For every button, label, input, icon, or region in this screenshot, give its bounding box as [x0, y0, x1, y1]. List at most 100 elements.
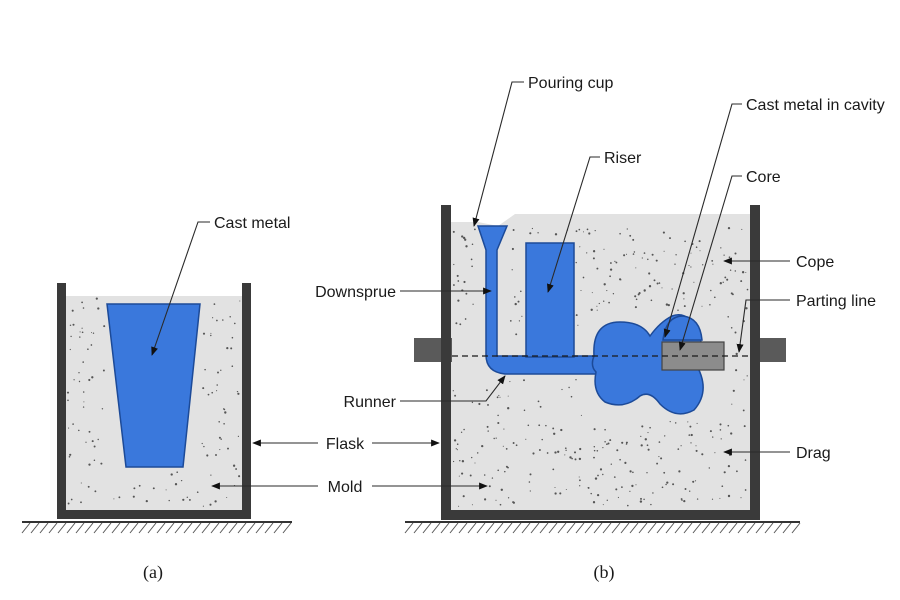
sand-speck — [69, 324, 72, 327]
sand-speck — [621, 441, 624, 444]
sand-speck — [81, 301, 83, 304]
sand-speck — [237, 435, 240, 438]
sand-speck — [680, 445, 682, 447]
sand-speck — [528, 481, 531, 483]
leader-core — [678, 175, 742, 351]
sand-speck — [529, 490, 531, 492]
sand-speck — [227, 447, 229, 450]
sand-speck — [233, 322, 236, 325]
sand-speck — [624, 461, 627, 464]
sand-speck — [456, 274, 459, 277]
sand-speck — [592, 501, 596, 504]
sand-speck — [231, 336, 234, 339]
sand-speck — [643, 289, 646, 292]
sand-speck — [578, 457, 582, 461]
sand-speck — [546, 452, 549, 454]
sand-speck — [632, 253, 635, 255]
sand-speck — [661, 486, 664, 489]
sand-speck — [202, 505, 204, 507]
sand-speck — [730, 432, 733, 435]
sand-speck — [481, 444, 484, 448]
sand-speck — [729, 269, 732, 271]
sand-speck — [603, 300, 605, 302]
sand-speck — [196, 491, 199, 494]
sand-speck — [463, 428, 465, 431]
sand-speck — [656, 282, 659, 285]
sand-speck — [505, 465, 508, 468]
sand-speck — [500, 488, 503, 491]
sand-speck — [698, 240, 701, 243]
sand-speck — [591, 292, 593, 294]
flask-base-a — [57, 510, 251, 519]
sand-speck — [688, 265, 690, 267]
sand-speck — [695, 445, 697, 447]
sand-speck — [743, 425, 746, 428]
sand-speck — [743, 379, 745, 381]
leader-lines — [151, 81, 790, 490]
sand-speck — [493, 437, 495, 440]
sand-speck — [745, 271, 747, 274]
sand-speck — [226, 346, 229, 350]
ground-hatch-line — [764, 522, 774, 534]
open-mold-figure — [21, 283, 292, 534]
sand-speck — [728, 453, 732, 456]
sand-speck — [82, 406, 85, 408]
sand-speck — [495, 437, 497, 439]
sand-speck — [463, 280, 466, 284]
sand-speck — [714, 452, 716, 454]
sand-speck — [727, 494, 731, 498]
ground-hatch-line — [201, 522, 211, 534]
flask-wall-left-b — [441, 205, 451, 520]
sand-speck — [719, 497, 721, 499]
sand-speck — [602, 447, 604, 449]
ground-hatch-line — [575, 522, 585, 534]
sand-speck — [461, 235, 464, 238]
sand-speck — [688, 434, 691, 436]
ground-hatch-line — [521, 522, 531, 534]
sand-speck — [504, 470, 506, 473]
sand-speck — [474, 462, 476, 464]
sand-speck — [740, 497, 742, 499]
sand-speck — [573, 451, 577, 454]
sand-speck — [223, 423, 225, 425]
sand-speck — [497, 414, 499, 417]
sand-speck — [646, 472, 648, 474]
ground-hatch-line — [530, 522, 540, 534]
sand-speck — [239, 300, 241, 302]
sand-speck — [538, 424, 541, 427]
sand-speck — [138, 484, 141, 487]
sand-speck — [537, 232, 539, 234]
ground-hatch-line — [710, 522, 720, 534]
sand-speck — [736, 470, 738, 473]
sand-speck — [180, 479, 183, 482]
sand-speck — [507, 497, 510, 499]
leader-cast-metal-in-cavity — [663, 103, 742, 338]
sand-speck — [582, 231, 585, 233]
sand-speck — [499, 396, 501, 398]
sand-speck — [621, 486, 623, 488]
sand-speck — [470, 258, 473, 261]
sand-speck — [81, 331, 84, 334]
sand-speck — [204, 368, 206, 371]
sand-speck — [728, 256, 731, 259]
sand-speck — [596, 309, 598, 311]
sand-speck — [203, 445, 205, 448]
sand-speck — [570, 395, 573, 398]
sand-speck — [629, 470, 632, 473]
ground-hatch-line — [449, 522, 459, 534]
sand-speck — [231, 365, 234, 368]
flask-base-b — [441, 510, 760, 520]
sand-speck — [575, 314, 578, 317]
leader-riser — [546, 156, 600, 293]
sand-speck — [631, 484, 634, 488]
sand-speck — [727, 316, 729, 318]
sand-speck — [646, 444, 649, 447]
ground-hatch-line — [66, 522, 76, 534]
ground-hatch-line — [246, 522, 256, 534]
leader-pouring-cup — [472, 81, 524, 227]
sand-speck — [102, 369, 105, 372]
sand-speck — [512, 501, 516, 504]
sand-speck — [561, 388, 563, 391]
sand-speck — [95, 297, 98, 300]
